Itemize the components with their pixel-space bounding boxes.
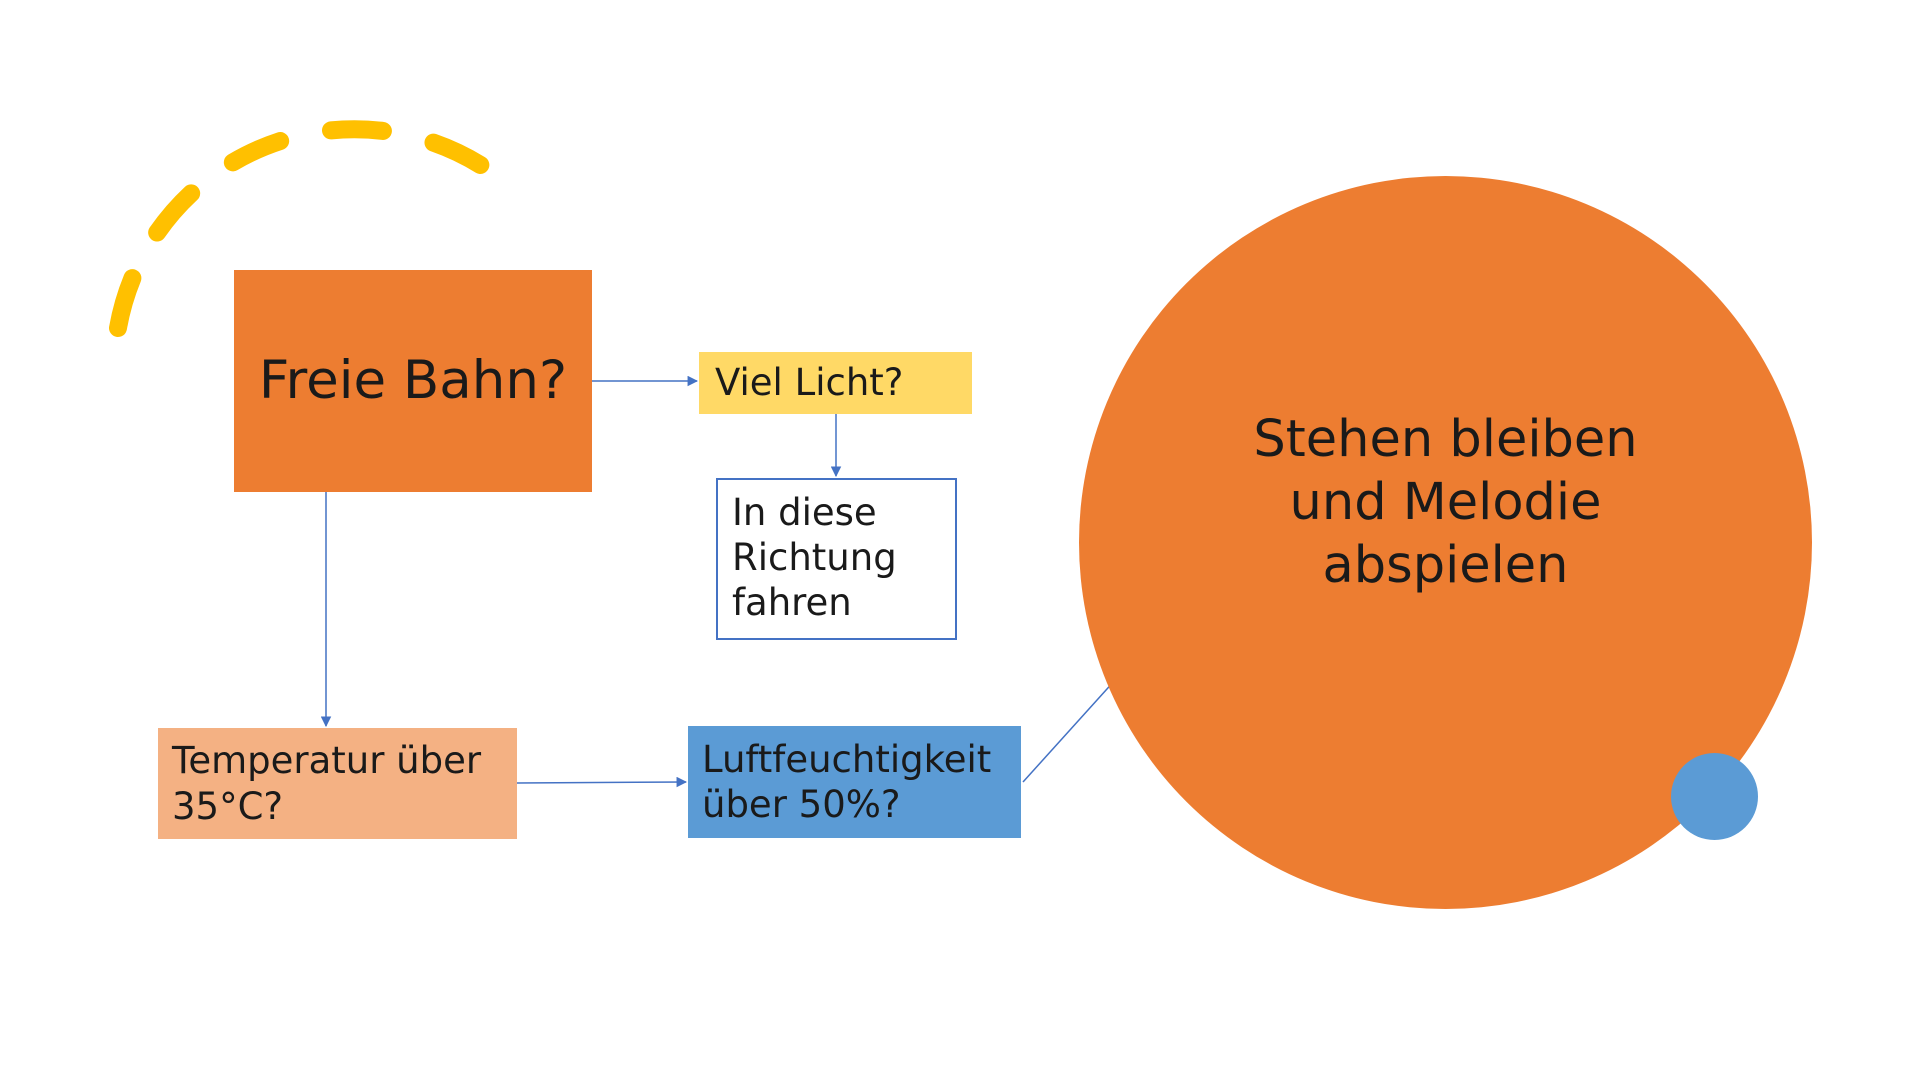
node-luftfeuchtigkeit: Luftfeuchtigkeit über 50%? (688, 726, 1021, 838)
node-temperatur-label: Temperatur über 35°C? (172, 739, 482, 828)
node-stehen-bleiben-label: Stehen bleiben und Melodie abspielen (1253, 409, 1638, 596)
node-luftfeuchtigkeit-label: Luftfeuchtigkeit über 50%? (702, 737, 992, 826)
node-freie-bahn-label: Freie Bahn? (258, 349, 568, 411)
node-richtung-fahren-label: In diese Richtung fahren (732, 491, 897, 625)
node-freie-bahn: Freie Bahn? (234, 270, 592, 492)
node-viel-licht: Viel Licht? (699, 352, 972, 414)
node-temperatur: Temperatur über 35°C? (158, 728, 517, 839)
node-viel-licht-label: Viel Licht? (715, 361, 904, 405)
node-richtung-fahren: In diese Richtung fahren (716, 478, 957, 640)
blue-dot-decoration (1671, 753, 1758, 840)
arrow-temp-to-luft (516, 776, 688, 788)
